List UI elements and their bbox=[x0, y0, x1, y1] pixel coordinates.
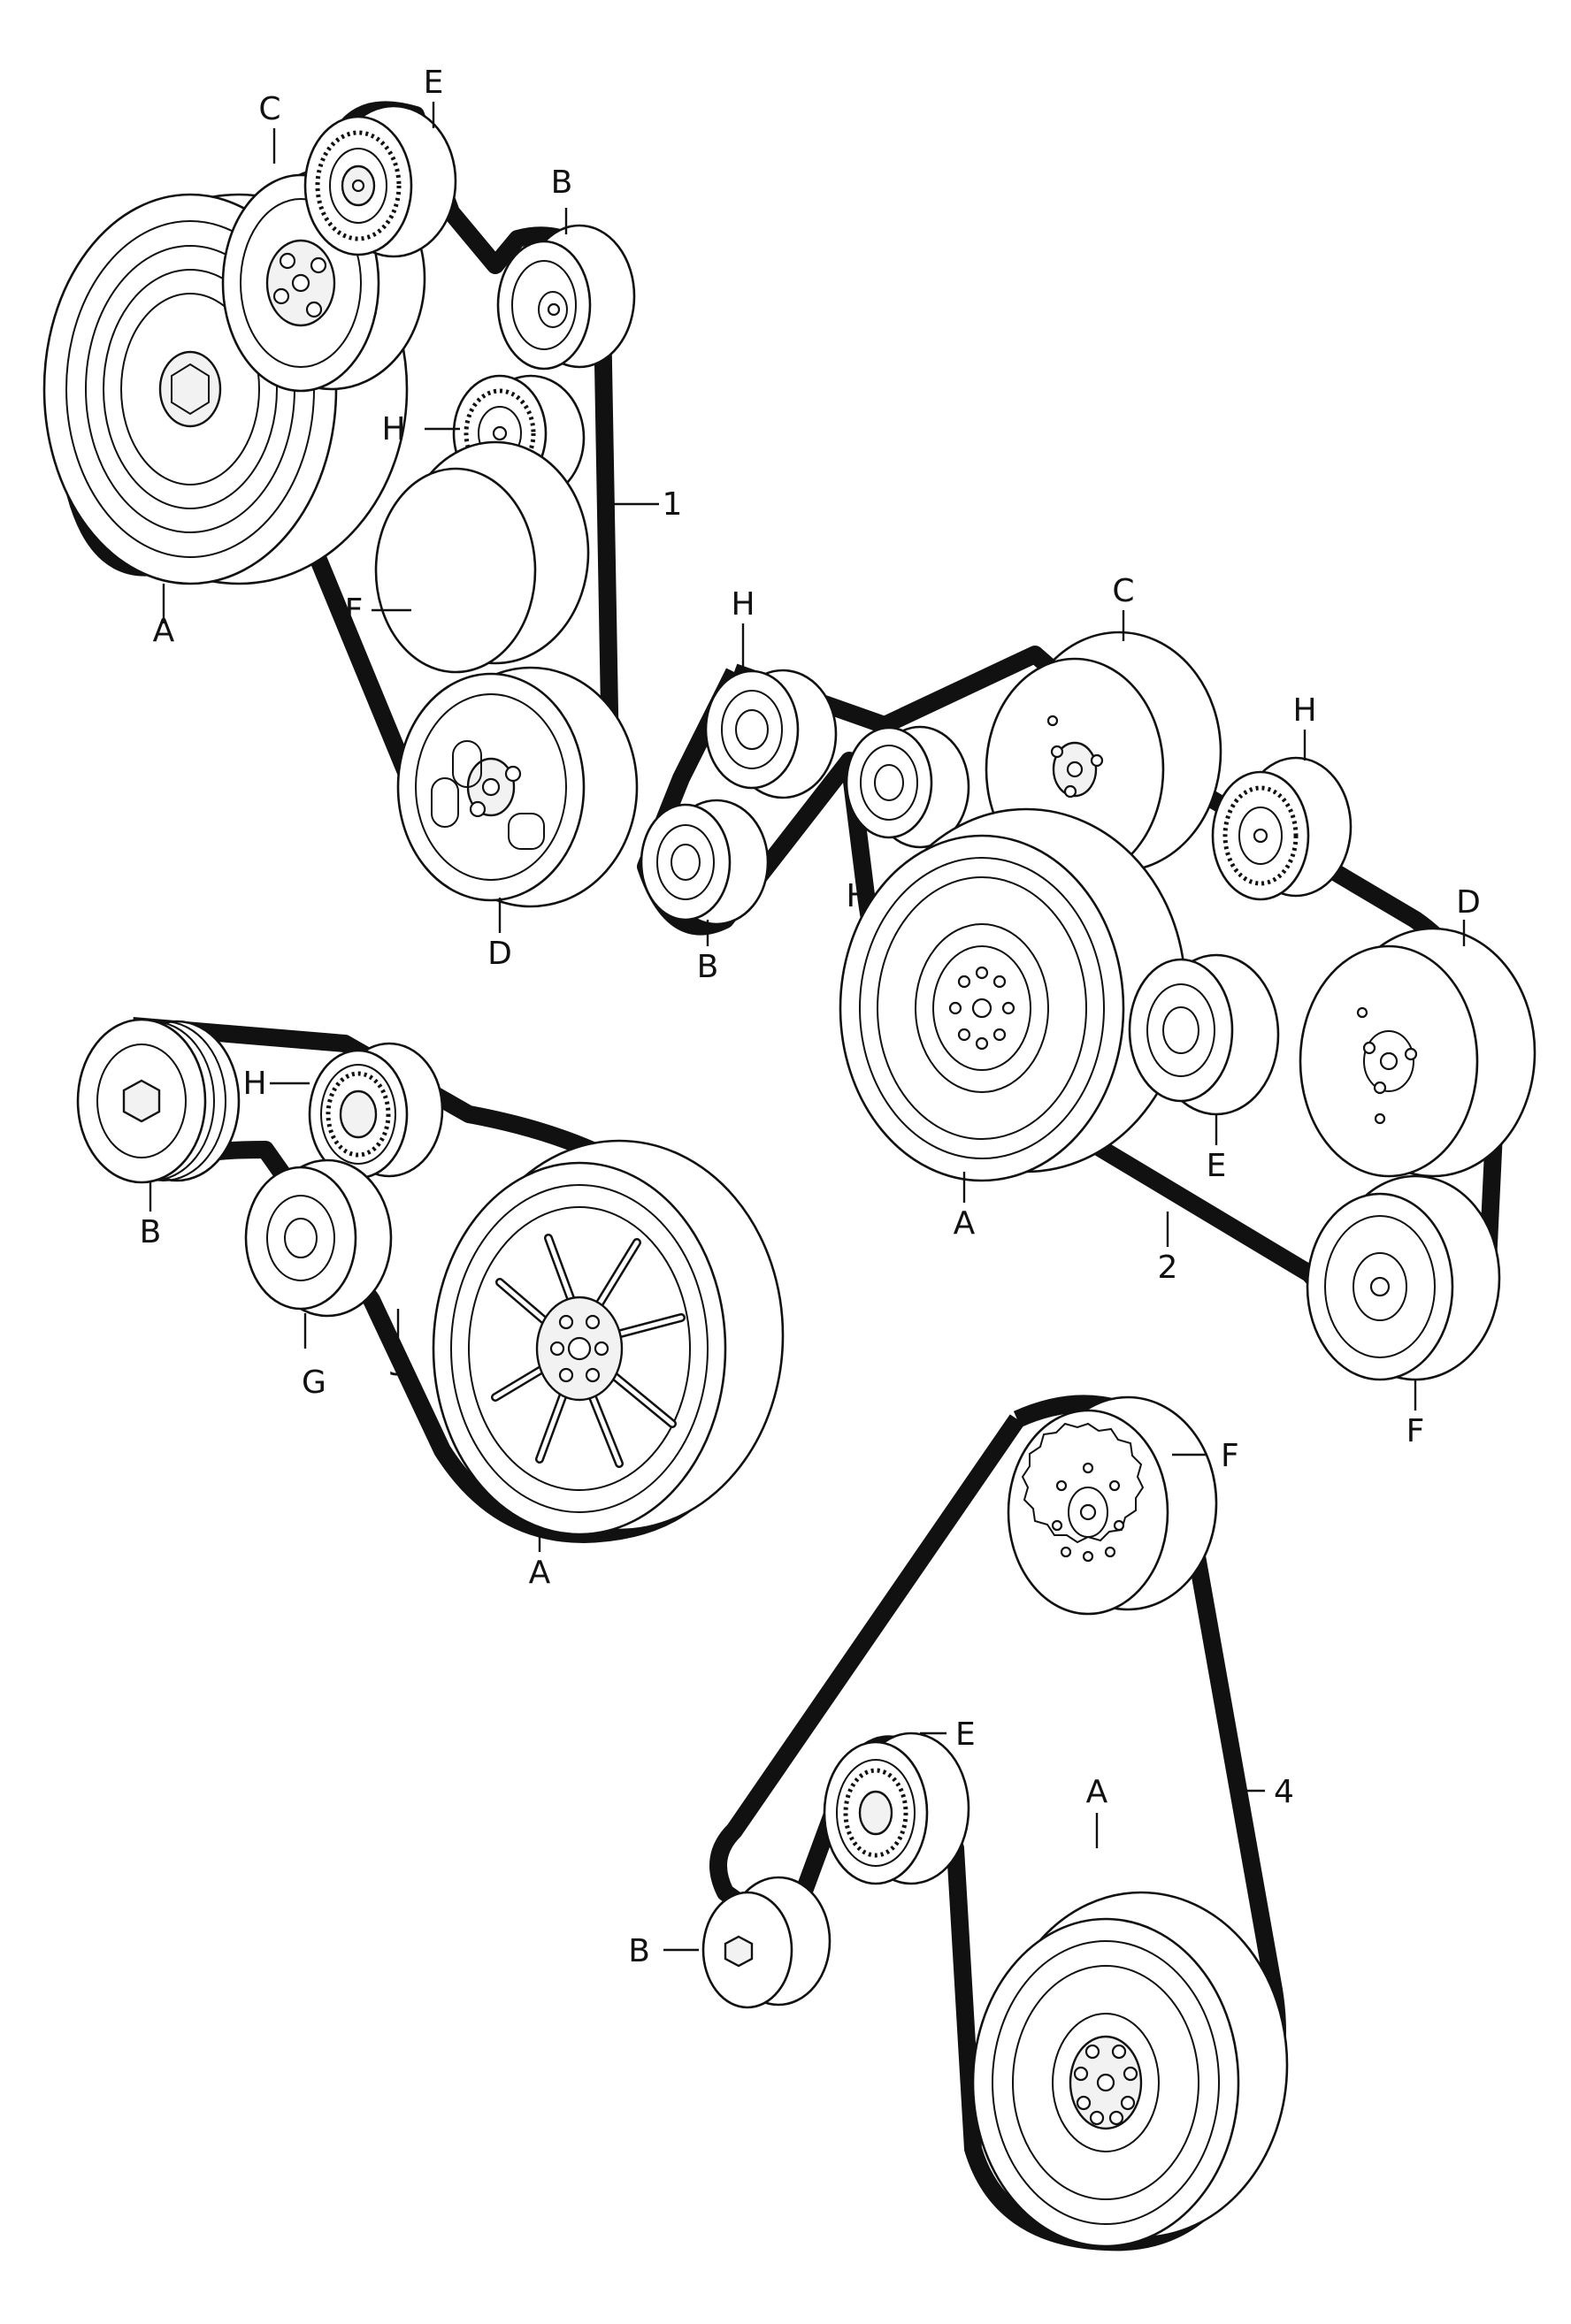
pulley-label-a: A bbox=[529, 1555, 551, 1591]
pulley-label-a: A bbox=[1086, 1774, 1108, 1810]
pulley-f bbox=[374, 440, 590, 674]
pulley-a bbox=[971, 1891, 1289, 2248]
pulley-e bbox=[303, 104, 457, 258]
pulley-label-e: E bbox=[955, 1716, 976, 1753]
pulley-label-f: F bbox=[1221, 1438, 1239, 1474]
pulley-h-middle bbox=[845, 725, 970, 849]
pulley-h-right bbox=[1211, 756, 1353, 901]
pulley-b bbox=[496, 224, 636, 371]
pulley-label-g: G bbox=[302, 1365, 326, 1401]
diagram-3: B H G 3 A bbox=[76, 1017, 785, 1591]
pulley-d bbox=[396, 666, 639, 908]
pulley-a bbox=[839, 807, 1187, 1182]
diagram-2: A B C D E F H H H 2 bbox=[637, 573, 1537, 1449]
pulley-label-d: D bbox=[1456, 884, 1481, 921]
pulley-label-e: E bbox=[1207, 1148, 1227, 1184]
pulley-h bbox=[308, 1042, 444, 1180]
pulley-label-h: H bbox=[381, 411, 405, 447]
belt-label-4: 4 bbox=[1274, 1774, 1294, 1810]
pulley-b bbox=[640, 799, 770, 926]
pulley-label-c: C bbox=[258, 91, 280, 127]
pulley-label-h-upper: H bbox=[731, 586, 755, 623]
leader-lines-4 bbox=[663, 1453, 1265, 1952]
pulley-label-f: F bbox=[1406, 1413, 1425, 1449]
pulley-b bbox=[76, 1018, 241, 1184]
leader-lines-1 bbox=[162, 102, 659, 933]
leader-lines-2 bbox=[706, 610, 1466, 1410]
pulley-label-a: A bbox=[954, 1205, 976, 1242]
pulley-label-h: H bbox=[242, 1066, 266, 1102]
pulley-h-upper bbox=[704, 669, 838, 799]
diagram-1: A B C D E F H 1 bbox=[42, 65, 683, 972]
pulley-label-e: E bbox=[424, 65, 444, 101]
pulley-label-c: C bbox=[1112, 573, 1134, 609]
pulley-g bbox=[244, 1158, 393, 1318]
pulley-e bbox=[823, 1732, 970, 1885]
leader-lines-3 bbox=[149, 1082, 541, 1552]
pulley-a bbox=[432, 1139, 785, 1536]
pulley-e bbox=[1128, 953, 1280, 1116]
belt-label-3: 3 bbox=[388, 1347, 409, 1383]
belt-label-2: 2 bbox=[1158, 1250, 1178, 1286]
pulley-label-b: B bbox=[140, 1214, 162, 1250]
pulley-label-h-right: H bbox=[1292, 692, 1316, 729]
pulley-label-d: D bbox=[487, 936, 512, 972]
diagram-4: F E A 4 B bbox=[628, 1395, 1294, 2251]
belt-label-1: 1 bbox=[663, 486, 683, 523]
pulley-label-f: F bbox=[345, 592, 364, 629]
pulley-f bbox=[1007, 1395, 1218, 1616]
pulley-label-b: B bbox=[697, 949, 719, 985]
pulley-label-b: B bbox=[628, 1933, 650, 1969]
pulley-label-b: B bbox=[551, 164, 573, 201]
pulley-label-a: A bbox=[153, 613, 175, 649]
pulley-a bbox=[42, 193, 409, 585]
pulley-label-h-middle: H bbox=[846, 878, 870, 914]
pulley-c bbox=[985, 631, 1222, 882]
pulley-d bbox=[1299, 927, 1537, 1178]
pulley-f bbox=[1306, 1174, 1501, 1381]
pulley-b bbox=[701, 1876, 831, 2009]
